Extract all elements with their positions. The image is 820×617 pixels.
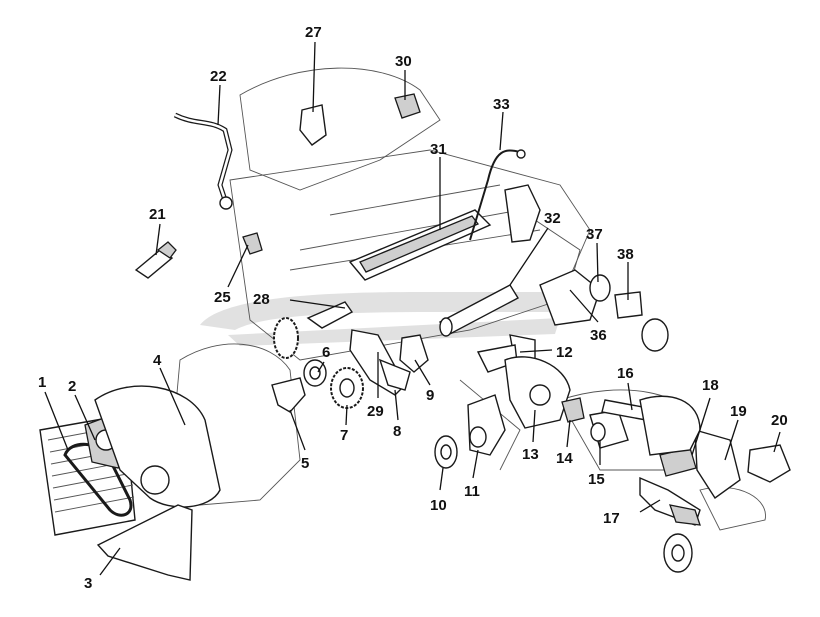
callout-7: 7: [340, 427, 348, 444]
cap-37-part: [589, 274, 611, 302]
callout-17: 17: [603, 510, 620, 527]
callout-3: 3: [84, 575, 92, 592]
pump-housing-part: [504, 356, 571, 429]
coupling-part: [589, 409, 629, 449]
valve-30-part: [394, 93, 421, 119]
callout-13: 13: [522, 446, 539, 463]
lower-cover-part: [96, 504, 193, 581]
callout-27: 27: [305, 24, 322, 41]
callout-21: 21: [149, 206, 166, 223]
callout-5: 5: [301, 455, 309, 472]
callout-18: 18: [702, 377, 719, 394]
callout-1: 1: [38, 374, 46, 391]
leader-lines: [44, 41, 781, 576]
pulley-part: [434, 435, 458, 469]
callout-labels: 1 2 3 4 5 6 7 8 9 10 11 12 13 14 15 16 1…: [38, 24, 788, 592]
callout-15: 15: [588, 471, 605, 488]
flywheel-part: [663, 533, 693, 573]
callout-36: 36: [590, 327, 607, 344]
callout-37: 37: [586, 226, 603, 243]
callout-8: 8: [393, 423, 401, 440]
callout-19: 19: [730, 403, 747, 420]
hose-part: [173, 112, 233, 210]
callout-30: 30: [395, 53, 412, 70]
callout-32: 32: [544, 210, 561, 227]
cap-38-part: [614, 291, 669, 352]
alternator-part: [639, 395, 701, 456]
callout-11: 11: [464, 483, 480, 500]
callout-6: 6: [322, 344, 330, 361]
cam-gear-part: [330, 367, 364, 409]
callout-20: 20: [771, 412, 788, 429]
callout-38: 38: [617, 246, 634, 263]
wire-part: [469, 149, 526, 241]
timing-belt-part: [63, 442, 133, 517]
callout-10: 10: [430, 497, 447, 514]
throttle-part: [299, 104, 327, 146]
housing-part: [399, 334, 429, 373]
oil-pump-part: [467, 394, 506, 456]
callout-4: 4: [153, 352, 162, 369]
mount-bracket-part: [639, 476, 701, 526]
shaft-part: [439, 284, 519, 337]
callout-22: 22: [210, 68, 227, 85]
valve-cover-part: [348, 209, 492, 281]
callout-12: 12: [556, 344, 573, 361]
callout-31: 31: [430, 141, 447, 158]
callout-9: 9: [426, 387, 434, 404]
watermark-logo: [200, 292, 560, 346]
callout-28: 28: [253, 291, 270, 308]
sensor-part: [561, 397, 585, 423]
callout-33: 33: [493, 96, 510, 113]
spark-plug-part: [134, 241, 177, 279]
distributor-part: [504, 184, 541, 243]
manifold-part: [539, 269, 601, 326]
callout-29: 29: [367, 403, 384, 420]
callout-2: 2: [68, 378, 76, 395]
engine-block-outline: [169, 67, 766, 531]
callout-25: 25: [214, 289, 231, 306]
callout-16: 16: [617, 365, 634, 382]
mount-20-part: [747, 444, 791, 483]
timing-cover-part: [94, 385, 221, 508]
sender-part: [242, 232, 263, 255]
idler-pulley-part: [303, 359, 327, 387]
arm-part: [306, 301, 354, 329]
crank-gear-part: [273, 317, 299, 359]
bracket-part: [271, 377, 306, 413]
callout-14: 14: [556, 450, 573, 467]
